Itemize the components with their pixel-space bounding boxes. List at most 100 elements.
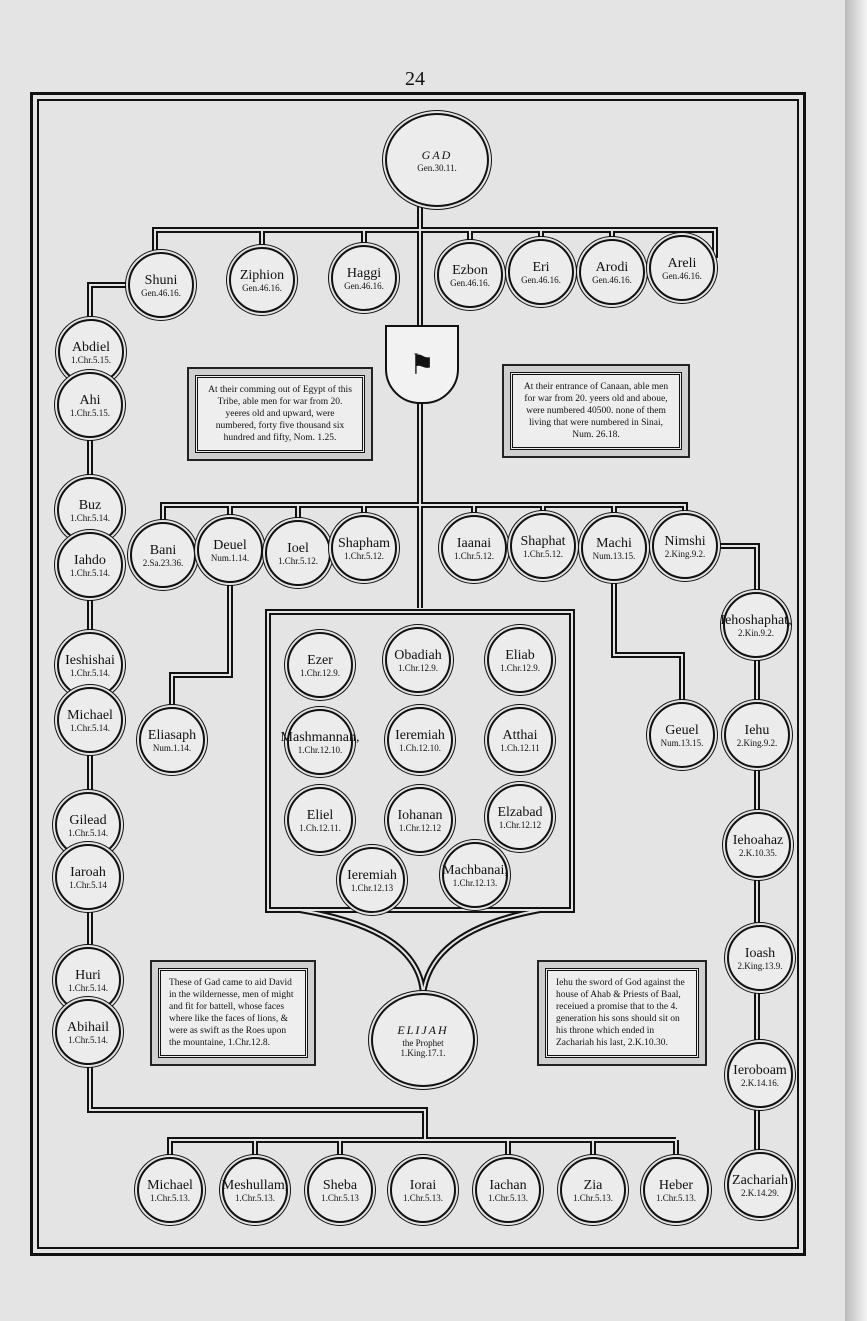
- person-ref: 1.Chr.5.13.: [234, 1192, 275, 1203]
- person-name: Ieremiah: [347, 867, 397, 883]
- person-name: Buz: [78, 497, 102, 513]
- person-name: Machbanai,: [442, 862, 508, 878]
- person-node: Iehoshaphat,2.Kin.9.2.: [720, 592, 792, 658]
- person-ref: 1.Chr.5.14.: [67, 982, 108, 993]
- cartouche-canaan: At their entrance of Canaan, able men fo…: [510, 372, 682, 450]
- person-ref: Num.1.14.: [152, 742, 192, 753]
- person-ref: 1.Chr.12.9.: [397, 662, 438, 673]
- person-ref: Num.13.15.: [660, 737, 704, 748]
- person-ref: 1.Chr.5.12.: [453, 550, 494, 561]
- person-ref: 1.Chr.5.14.: [69, 512, 110, 523]
- person-ref: Gen.46.16.: [592, 274, 632, 285]
- person-name: Iorai: [409, 1177, 437, 1193]
- person-name: Shapham: [337, 535, 391, 551]
- person-name: Eri: [532, 259, 550, 275]
- person-ref: Gen.30.11.: [417, 162, 457, 173]
- person-name: Eliel: [306, 807, 334, 823]
- person-ref: Gen.46.16.: [662, 270, 702, 281]
- person-title: the Prophet: [402, 1037, 444, 1048]
- person-name: Heber: [658, 1177, 694, 1193]
- person-name: Bani: [149, 542, 177, 558]
- person-ref: 1.Chr.5.14: [69, 879, 107, 890]
- person-ref: 1.King.17.1.: [400, 1047, 446, 1058]
- person-ref: 1.Chr.5.14.: [67, 1034, 108, 1045]
- person-ref: 1.Chr.5.14.: [69, 667, 110, 678]
- person-ref: 1.Chr.12.9.: [299, 667, 340, 678]
- chart-frame: [30, 92, 806, 1256]
- person-name: Sheba: [322, 1177, 358, 1193]
- person-name: Zachariah: [732, 1172, 788, 1188]
- person-node: Mashmannah,1.Chr.12.10.: [281, 709, 359, 775]
- person-name: Michael: [147, 1177, 193, 1193]
- person-name: Iehoahaz: [732, 832, 784, 848]
- person-ref: 1.Chr.5.15.: [70, 354, 111, 365]
- person-name: Abdiel: [71, 339, 111, 355]
- person-ref: 2.K.14.16.: [741, 1077, 779, 1088]
- person-ref: Gen.46.16.: [344, 280, 384, 291]
- person-name: Shuni: [144, 272, 178, 288]
- person-ref: 1.Ch.12.11.: [299, 822, 341, 833]
- person-ref: 1.Chr.5.12.: [343, 550, 384, 561]
- person-ref: Num.13.15.: [592, 550, 636, 561]
- person-name: Zia: [583, 1177, 603, 1193]
- person-name: Areli: [667, 255, 697, 271]
- person-name: Eliasaph: [147, 727, 197, 743]
- person-ref: 1.Chr.5.14.: [69, 567, 110, 578]
- person-name: Ieremiah: [395, 727, 445, 743]
- person-name: Iaroah: [70, 864, 106, 880]
- person-ref: Gen.46.16.: [141, 287, 181, 298]
- person-name: Mashmannah,: [280, 729, 360, 745]
- person-node: Meshullam,1.Chr.5.13.: [222, 1157, 288, 1223]
- person-ref: 2.K.14.29.: [741, 1187, 779, 1198]
- person-name: Machi: [596, 535, 632, 551]
- person-ref: 1.Chr.5.13.: [572, 1192, 613, 1203]
- person-name: Shaphat: [520, 533, 566, 549]
- person-ref: 1.Chr.12.9.: [499, 662, 540, 673]
- person-name: Obadiah: [394, 647, 442, 663]
- person-ref: 2.Sa.23.36.: [142, 557, 184, 568]
- person-name: Iaanai: [456, 535, 492, 551]
- person-ref: Gen.46.16.: [521, 274, 561, 285]
- person-name: Elzabad: [497, 804, 543, 820]
- person-ref: Gen.46.16.: [450, 277, 490, 288]
- person-name: Ezbon: [452, 262, 488, 278]
- person-name: Iehu: [744, 722, 770, 738]
- person-name: Deuel: [213, 537, 247, 553]
- person-ref: 1.Chr.5.14.: [67, 827, 108, 838]
- person-ref: 2.King.9.2.: [736, 737, 778, 748]
- person-name: Iohanan: [397, 807, 443, 823]
- page-edge: [845, 0, 867, 1321]
- person-name: Ieshishai: [65, 652, 115, 668]
- person-ref: 1.Chr.5.12.: [277, 555, 318, 566]
- person-ref: 1.Chr.5.13: [321, 1192, 359, 1203]
- person-ref: 1.Chr.5.15.: [69, 407, 110, 418]
- person-name: Ioel: [287, 540, 309, 556]
- person-name: ELIJAH: [397, 1022, 449, 1037]
- person-name: Meshullam,: [221, 1177, 289, 1193]
- person-ref: 1.Chr.5.14.: [69, 722, 110, 733]
- person-ref: 1.Ch.12.11: [500, 742, 540, 753]
